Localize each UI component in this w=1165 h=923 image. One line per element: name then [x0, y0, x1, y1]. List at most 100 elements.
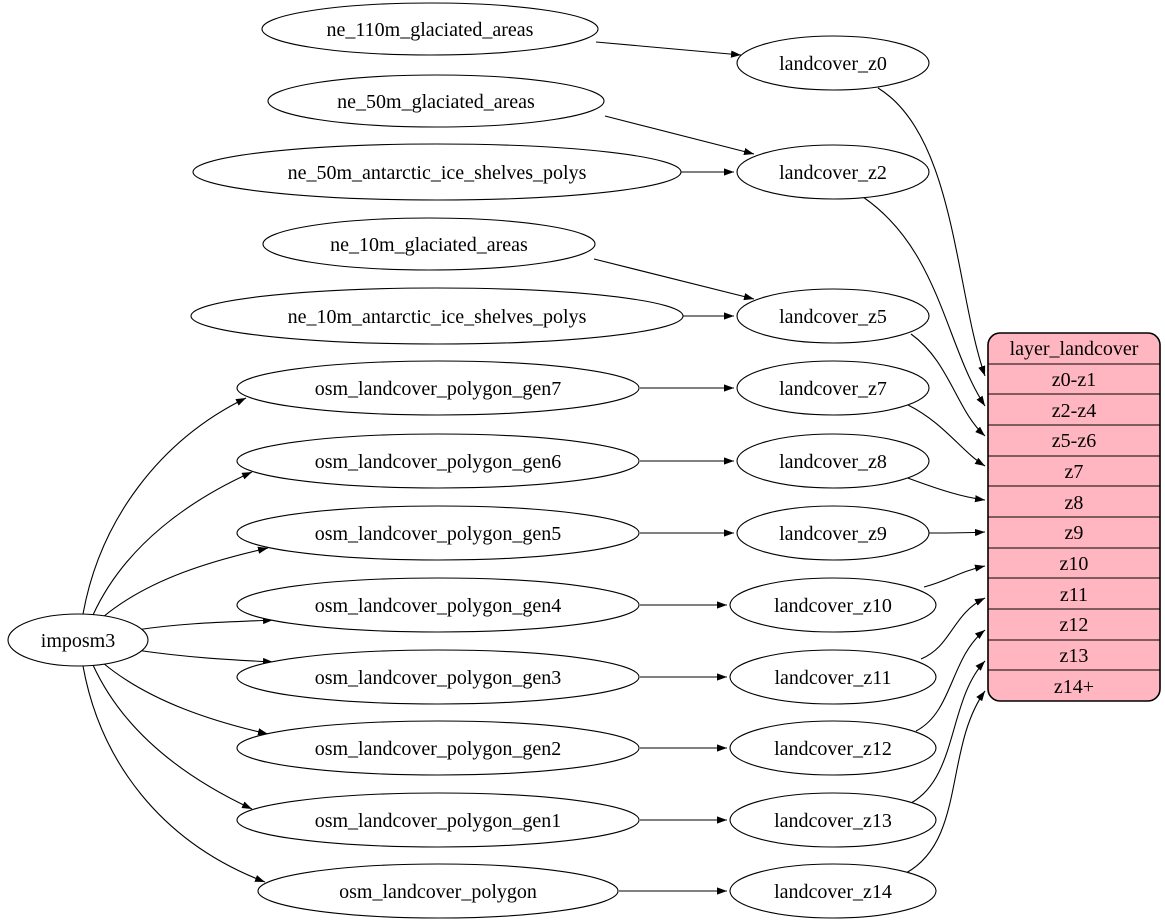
node-label: osm_landcover_polygon — [339, 881, 537, 903]
node-label: osm_landcover_polygon_gen7 — [315, 378, 562, 400]
node-ellipse — [736, 360, 930, 416]
node-label: landcover_z10 — [774, 595, 892, 617]
node-osm-landcover-polygon-gen7: osm_landcover_polygon_gen7 — [236, 360, 640, 416]
edge-imposm3-gen4 — [135, 616, 274, 631]
table-texts: layer_landcover z0-z1 z2-z4 z5-z6 z7 z8 … — [1010, 338, 1139, 698]
node-ellipse — [267, 74, 605, 128]
node-ellipse — [736, 505, 930, 561]
table-row-z12: z12 — [1060, 614, 1089, 636]
edge-imposm3-gen7 — [82, 397, 247, 615]
table-row-z11: z11 — [1060, 584, 1088, 606]
node-landcover-z10: landcover_z10 — [729, 577, 937, 633]
edge-imposm3-gen5 — [102, 546, 269, 618]
node-ellipse — [736, 288, 930, 344]
node-imposm3-ellipse — [7, 613, 149, 667]
node-label: osm_landcover_polygon_gen3 — [315, 667, 562, 689]
node-ellipse — [261, 2, 599, 56]
node-ellipse — [736, 433, 930, 489]
edge-z0-row — [877, 87, 986, 377]
node-label: ne_50m_antarctic_ice_shelves_polys — [288, 162, 587, 184]
node-ne-10m-glaciated-areas: ne_10m_glaciated_areas — [262, 217, 596, 271]
edge-ne110m-z0 — [595, 41, 742, 58]
node-label: ne_50m_glaciated_areas — [337, 91, 535, 113]
node-ellipse — [236, 720, 640, 776]
node-landcover-z0: landcover_z0 — [736, 35, 930, 91]
node-label: landcover_z13 — [774, 810, 892, 832]
node-landcover-z13: landcover_z13 — [729, 792, 937, 848]
node-label: landcover_z0 — [779, 53, 887, 75]
node-ellipse — [236, 792, 640, 848]
node-label: osm_landcover_polygon_gen2 — [315, 738, 562, 760]
node-landcover-z7: landcover_z7 — [736, 360, 930, 416]
node-landcover-z8: landcover_z8 — [736, 433, 930, 489]
table-row-z8: z8 — [1065, 492, 1084, 514]
table-row-z14plus: z14+ — [1054, 676, 1094, 698]
node-label: ne_110m_glaciated_areas — [327, 19, 534, 41]
edge-z7-row — [907, 404, 986, 467]
node-label: ne_10m_antarctic_ice_shelves_polys — [288, 306, 587, 328]
edge-z9-row — [928, 528, 986, 537]
node-ne-50m-glaciated-areas: ne_50m_glaciated_areas — [267, 74, 605, 128]
node-osm-landcover-polygon: osm_landcover_polygon — [257, 863, 619, 919]
node-ellipse — [257, 863, 619, 919]
node-imposm3-label: imposm3 — [41, 630, 115, 652]
node-ellipse — [736, 35, 930, 91]
node-imposm3: imposm3 — [7, 613, 149, 667]
edge-imposm3-polygon — [82, 665, 266, 883]
node-label: landcover_z14 — [774, 881, 892, 903]
node-label: landcover_z12 — [774, 738, 892, 760]
node-label: landcover_z2 — [779, 162, 887, 184]
node-ellipse — [262, 217, 596, 271]
edge-ne50m-glaciated-z2 — [604, 115, 755, 156]
table-row-z0-z1: z0-z1 — [1052, 369, 1096, 391]
node-landcover-z14: landcover_z14 — [729, 863, 937, 919]
node-label: osm_landcover_polygon_gen1 — [315, 810, 562, 832]
node-ellipse — [236, 433, 640, 489]
node-ellipse — [190, 287, 684, 345]
node-label: landcover_z11 — [775, 667, 892, 689]
node-label: ne_10m_glaciated_areas — [330, 234, 528, 256]
node-ne-50m-antarctic-ice-shelves-polys: ne_50m_antarctic_ice_shelves_polys — [192, 143, 682, 201]
table-row-z5-z6: z5-z6 — [1052, 430, 1096, 452]
edge-imposm3-gen1 — [92, 664, 253, 810]
node-osm-landcover-polygon-gen5: osm_landcover_polygon_gen5 — [236, 505, 640, 561]
node-ellipse — [236, 360, 640, 416]
edge-imposm3-gen6 — [92, 471, 253, 616]
node-label: osm_landcover_polygon_gen4 — [315, 595, 562, 617]
node-label: landcover_z8 — [779, 451, 887, 473]
edge-z13-row — [910, 660, 986, 804]
edge-ne10m-glaciated-z5 — [593, 258, 755, 301]
table-row-z9: z9 — [1065, 522, 1084, 544]
table-row-z10: z10 — [1060, 553, 1089, 575]
table-title: layer_landcover — [1010, 338, 1139, 360]
node-ellipse — [236, 577, 640, 633]
node-ne-110m-glaciated-areas: ne_110m_glaciated_areas — [261, 2, 599, 56]
node-ellipse — [729, 863, 937, 919]
node-ellipse — [192, 143, 682, 201]
table-row-z2-z4: z2-z4 — [1052, 400, 1096, 422]
node-ellipse — [729, 792, 937, 848]
node-osm-landcover-polygon-gen3: osm_landcover_polygon_gen3 — [236, 649, 640, 705]
node-ne-10m-antarctic-ice-shelves-polys: ne_10m_antarctic_ice_shelves_polys — [190, 287, 684, 345]
node-ellipse — [729, 720, 937, 776]
layer-landcover-table: layer_landcover z0-z1 z2-z4 z5-z6 z7 z8 … — [987, 332, 1161, 702]
node-ellipse — [236, 649, 640, 705]
edge-imposm3-gen3 — [135, 649, 274, 666]
node-landcover-z12: landcover_z12 — [729, 720, 937, 776]
node-label: landcover_z5 — [779, 306, 887, 328]
edge-z10-row — [923, 564, 986, 588]
node-ellipse — [236, 505, 640, 561]
node-label: osm_landcover_polygon_gen6 — [315, 451, 562, 473]
edge-imposm3-gen2 — [102, 662, 269, 736]
table-row-z7: z7 — [1065, 461, 1084, 483]
node-label: osm_landcover_polygon_gen5 — [315, 523, 562, 545]
node-landcover-z5: landcover_z5 — [736, 288, 930, 344]
table-row-z13: z13 — [1060, 645, 1089, 667]
node-label: landcover_z7 — [779, 378, 887, 400]
node-osm-landcover-polygon-gen2: osm_landcover_polygon_gen2 — [236, 720, 640, 776]
node-landcover-z9: landcover_z9 — [736, 505, 930, 561]
node-osm-landcover-polygon-gen6: osm_landcover_polygon_gen6 — [236, 433, 640, 489]
edge-z12-row — [915, 629, 986, 732]
edge-z8-row — [904, 476, 986, 503]
